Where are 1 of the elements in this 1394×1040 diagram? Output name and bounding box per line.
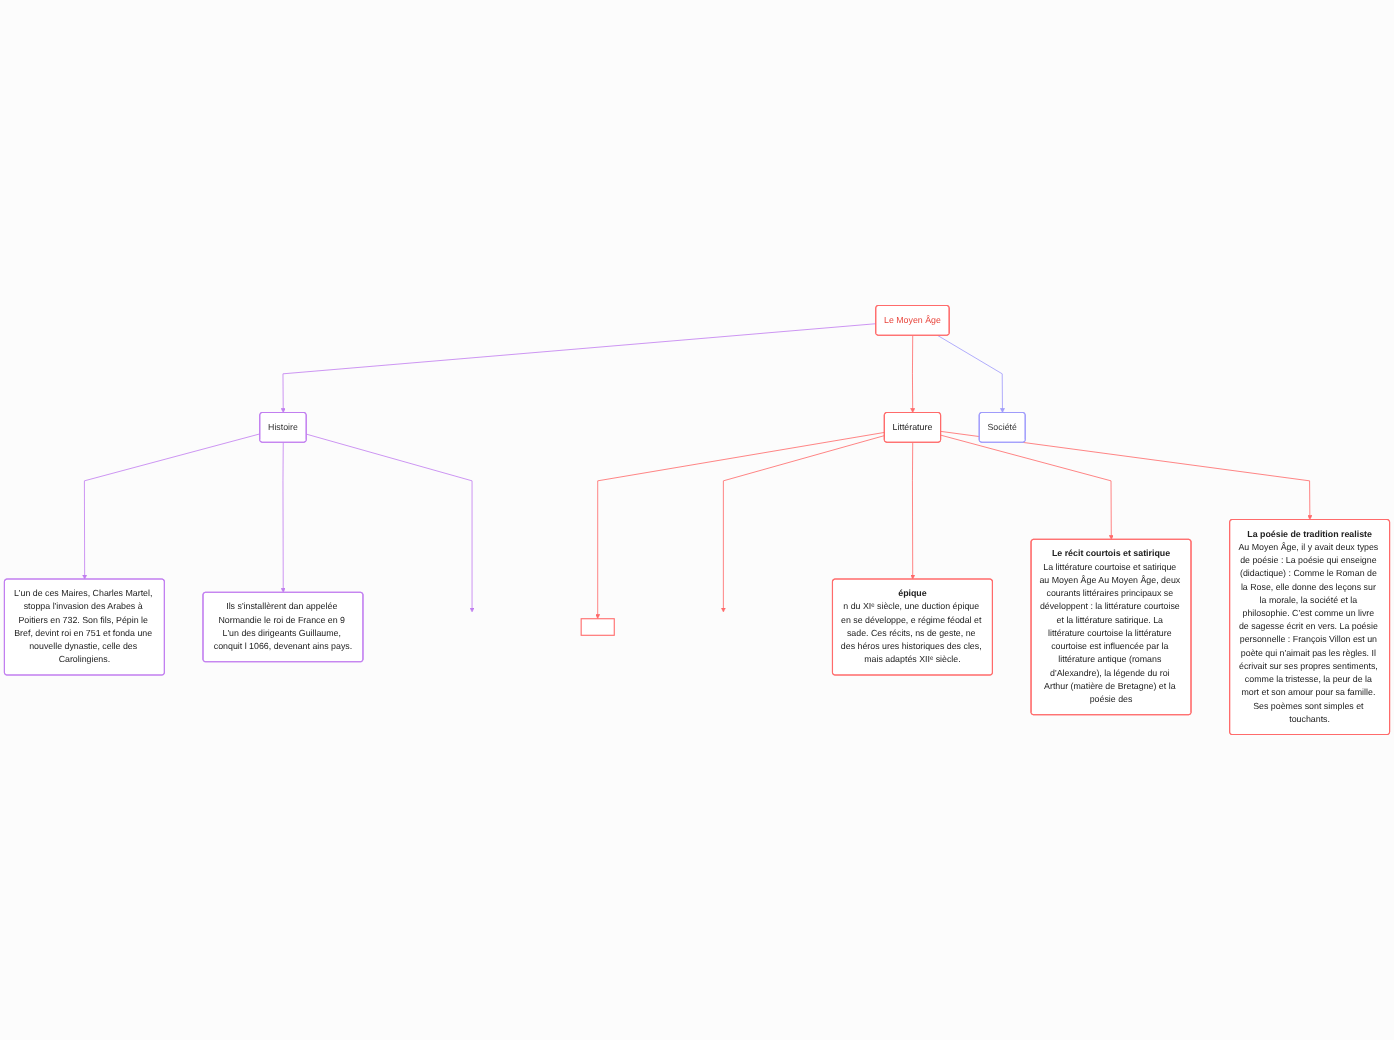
node-box (580, 618, 615, 636)
